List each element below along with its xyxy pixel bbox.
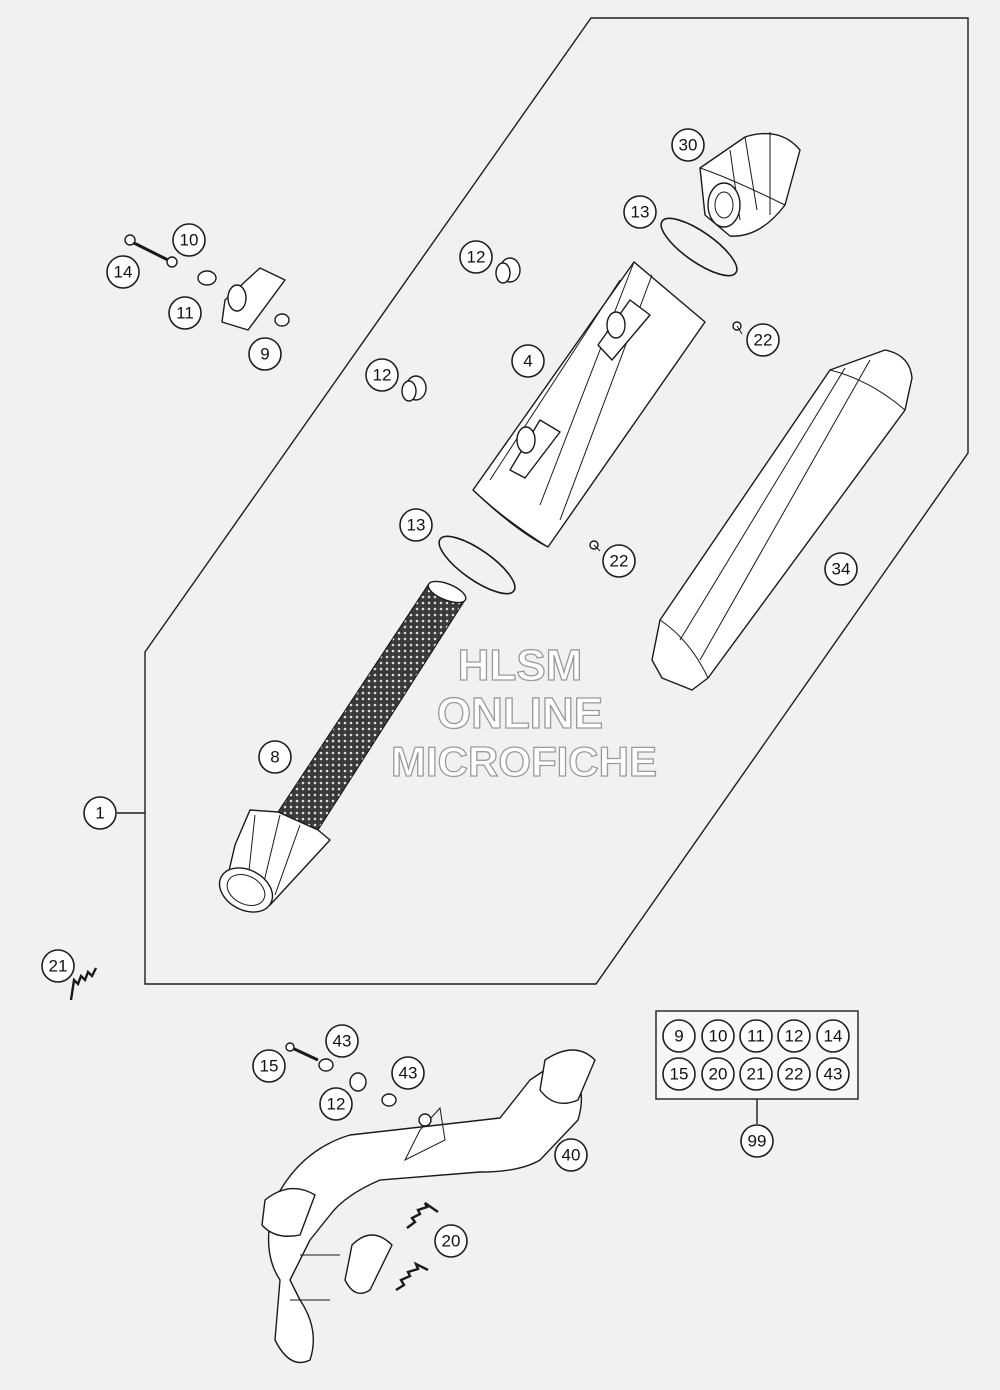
watermark-line-3: MICROFICHE xyxy=(391,738,657,785)
callout-21[interactable]: 21 xyxy=(41,949,75,983)
grommet-part-12-a xyxy=(495,257,521,284)
callout-30[interactable]: 30 xyxy=(671,128,705,162)
callout-22-top[interactable]: 22 xyxy=(746,323,780,357)
bracket-hardware-parts-9-10-11-14 xyxy=(124,234,290,331)
callout-43-top[interactable]: 43 xyxy=(325,1024,359,1058)
svg-text:99: 99 xyxy=(748,1132,767,1151)
perforated-tube-part-8 xyxy=(218,580,467,913)
kit-item-21[interactable]: 21 xyxy=(739,1057,773,1091)
callout-40[interactable]: 40 xyxy=(554,1138,588,1172)
svg-text:8: 8 xyxy=(270,748,279,767)
svg-text:12: 12 xyxy=(327,1095,346,1114)
o-ring-part-13-bottom xyxy=(438,535,516,595)
svg-text:43: 43 xyxy=(824,1065,843,1084)
callout-12-mid[interactable]: 12 xyxy=(365,358,399,392)
svg-text:22: 22 xyxy=(754,331,773,350)
svg-text:21: 21 xyxy=(747,1065,766,1084)
svg-text:12: 12 xyxy=(785,1027,804,1046)
svg-text:10: 10 xyxy=(180,231,199,250)
svg-text:40: 40 xyxy=(562,1146,581,1165)
svg-text:43: 43 xyxy=(399,1064,418,1083)
callout-4[interactable]: 4 xyxy=(511,344,545,378)
kit-item-12[interactable]: 12 xyxy=(777,1019,811,1053)
callout-12-top[interactable]: 12 xyxy=(459,240,493,274)
outer-sleeve-part-34 xyxy=(651,349,913,691)
callout-34[interactable]: 34 xyxy=(824,552,858,586)
svg-text:20: 20 xyxy=(709,1065,728,1084)
watermark: HLSM ONLINE MICROFICHE xyxy=(390,640,657,785)
svg-text:20: 20 xyxy=(442,1232,461,1251)
svg-text:9: 9 xyxy=(260,345,269,364)
callout-10[interactable]: 10 xyxy=(172,223,206,257)
svg-text:12: 12 xyxy=(467,248,486,267)
svg-text:13: 13 xyxy=(407,516,426,535)
kit-item-10[interactable]: 10 xyxy=(701,1019,735,1053)
kit-item-43[interactable]: 43 xyxy=(816,1057,850,1091)
kit-item-15[interactable]: 15 xyxy=(662,1057,696,1091)
kit-item-14[interactable]: 14 xyxy=(816,1019,850,1053)
header-hardware-parts-15-43-12 xyxy=(285,1042,397,1107)
grommet-part-12-b xyxy=(401,375,427,402)
svg-text:1: 1 xyxy=(95,804,104,823)
end-cap-part-30 xyxy=(699,132,801,237)
svg-text:43: 43 xyxy=(333,1032,352,1051)
callout-22-bottom[interactable]: 22 xyxy=(602,544,636,578)
callout-13-top[interactable]: 13 xyxy=(623,195,657,229)
callout-43-bottom[interactable]: 43 xyxy=(391,1056,425,1090)
svg-text:14: 14 xyxy=(114,263,133,282)
callout-8[interactable]: 8 xyxy=(258,740,292,774)
svg-text:34: 34 xyxy=(832,560,851,579)
svg-text:14: 14 xyxy=(824,1027,843,1046)
svg-text:15: 15 xyxy=(670,1065,689,1084)
svg-text:12: 12 xyxy=(373,366,392,385)
kit-item-20[interactable]: 20 xyxy=(701,1057,735,1091)
kit-item-9[interactable]: 9 xyxy=(662,1019,696,1053)
muffler-shell-part-4 xyxy=(472,261,706,548)
spring-part-21 xyxy=(69,967,98,1001)
o-ring-part-13-top xyxy=(660,217,738,277)
assembly-frame xyxy=(144,17,969,985)
callout-14[interactable]: 14 xyxy=(106,255,140,289)
svg-text:15: 15 xyxy=(260,1057,279,1076)
svg-text:9: 9 xyxy=(674,1027,683,1046)
watermark-line-2: ONLINE xyxy=(437,689,603,738)
svg-text:4: 4 xyxy=(523,352,532,371)
kit-item-11[interactable]: 11 xyxy=(739,1019,773,1053)
callout-11[interactable]: 11 xyxy=(168,296,202,330)
callout-20[interactable]: 20 xyxy=(434,1224,468,1258)
svg-text:13: 13 xyxy=(631,203,650,222)
svg-text:22: 22 xyxy=(610,552,629,571)
watermark-line-1: HLSM xyxy=(458,641,583,690)
leader-lines xyxy=(117,812,758,1124)
callout-12-bottom[interactable]: 12 xyxy=(319,1087,353,1121)
header-pipe-part-40 xyxy=(261,1049,596,1364)
callout-1[interactable]: 1 xyxy=(83,796,117,830)
svg-text:11: 11 xyxy=(176,304,194,323)
springs-part-20 xyxy=(395,1202,439,1292)
svg-text:30: 30 xyxy=(679,136,698,155)
kit-item-22[interactable]: 22 xyxy=(777,1057,811,1091)
svg-text:11: 11 xyxy=(747,1027,765,1046)
svg-text:22: 22 xyxy=(785,1065,804,1084)
callout-15[interactable]: 15 xyxy=(252,1049,286,1083)
svg-text:10: 10 xyxy=(709,1027,728,1046)
callout-13-bottom[interactable]: 13 xyxy=(399,508,433,542)
svg-text:21: 21 xyxy=(49,957,68,976)
screw-part-22-bottom xyxy=(589,540,601,552)
callout-99[interactable]: 99 xyxy=(740,1124,774,1158)
callout-9[interactable]: 9 xyxy=(248,337,282,371)
screw-part-22-top xyxy=(732,321,743,335)
